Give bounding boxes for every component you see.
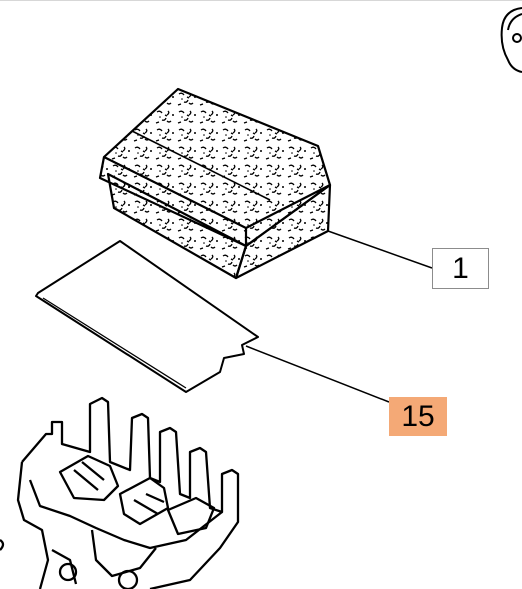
leader-lines xyxy=(245,230,433,403)
callout-part-15[interactable]: 15 xyxy=(389,397,447,436)
air-filter-sponge xyxy=(98,87,332,280)
leader-line-part-1 xyxy=(327,230,433,269)
adjacent-part-fragment xyxy=(500,7,522,73)
callout-part-1[interactable]: 1 xyxy=(432,248,489,289)
leader-line-part-15 xyxy=(245,345,390,403)
callout-label: 1 xyxy=(452,251,469,285)
callout-label: 15 xyxy=(401,399,435,433)
top-divider xyxy=(0,0,522,1)
air-filter-housing xyxy=(0,396,240,589)
filter-gasket xyxy=(35,240,259,393)
